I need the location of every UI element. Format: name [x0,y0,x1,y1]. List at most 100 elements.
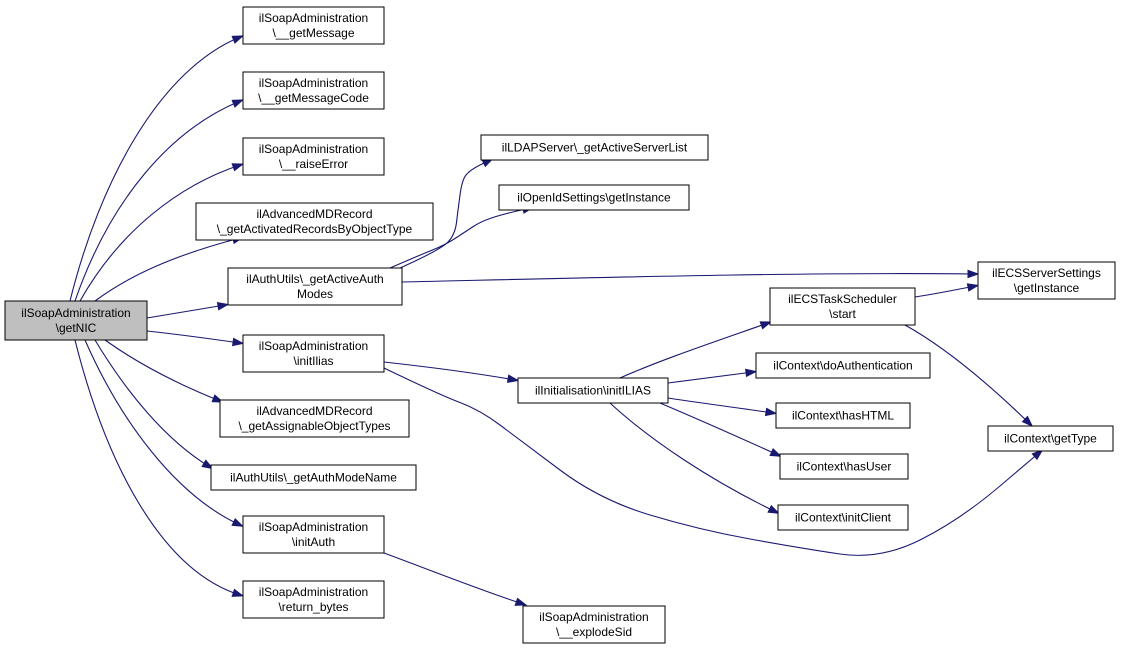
edge-line [914,285,976,298]
node-getAssignable[interactable]: ilAdvancedMDRecord\_getAssignableObjectT… [219,399,410,438]
edge-line [146,304,226,319]
node-label: ilContext\doAuthentication [773,359,912,373]
node-box [777,504,909,531]
node-explodeSid[interactable]: ilSoapAdministration\__explodeSid [522,605,666,644]
edge-line [904,324,1031,425]
node-box [769,287,916,326]
edge-getActiveAuthModes-to-ecsServer [401,269,980,283]
edge-line [609,402,777,513]
arrowhead-icon [769,447,783,457]
node-label: ilSoapAdministration [259,76,368,90]
edge-line [146,330,241,344]
node-initILIAS2[interactable]: ilInitialisation\initILIAS [517,377,669,404]
node-label: \initIlias [293,354,333,368]
arrowhead-icon [231,588,245,597]
edge-root-to-initIlias [146,330,245,347]
edge-line [94,339,211,468]
node-ldap[interactable]: ilLDAPServer\_getActiveServerList [480,134,709,161]
edge-line [383,367,1041,556]
node-openid[interactable]: ilOpenIdSettings\getInstance [498,184,690,211]
node-label: ilContext\getType [1004,432,1097,446]
node-label: ilContext\initClient [795,511,892,525]
arrowhead-icon [1021,415,1034,428]
edge-root-to-getActivatedRecords [94,235,245,302]
edge-root-to-getMessageCode [74,99,245,302]
edge-root-to-raiseError [79,163,245,302]
arrowhead-icon [1031,449,1044,461]
node-label: ilSoapAdministration [259,142,368,156]
node-getMessageCode[interactable]: ilSoapAdministration\__getMessageCode [242,71,385,110]
node-root[interactable]: ilSoapAdministration\getNIC [4,300,148,341]
node-label: ilSoapAdministration [259,11,368,25]
arrowhead-icon [745,368,758,378]
arrowhead-icon [506,374,520,383]
node-getActivatedRecords[interactable]: ilAdvancedMDRecord\_getActivatedRecordsB… [195,202,434,241]
edge-line [619,322,769,379]
arrowhead-icon [216,301,230,311]
arrowhead-icon [231,163,245,172]
node-label: ilAdvancedMDRecord [256,404,372,418]
node-initIlias[interactable]: ilSoapAdministration\initIlias [242,334,385,373]
node-box [227,267,403,306]
node-getType[interactable]: ilContext\getType [987,425,1114,452]
edge-line [383,361,516,381]
edge-line [79,164,241,302]
edge-line [84,339,241,526]
node-ecsServer[interactable]: ilECSServerSettings\getInstance [977,261,1116,300]
node-label: ilSoapAdministration [539,610,648,624]
node-ecsTask[interactable]: ilECSTaskScheduler\start [769,287,916,326]
node-label: \__getMessage [272,26,354,40]
edge-initILIAS2-to-doAuth [667,368,758,384]
node-box [480,134,709,161]
node-label: ilAdvancedMDRecord [256,207,372,221]
node-initClient[interactable]: ilContext\initClient [777,504,909,531]
node-box [242,580,385,619]
node-label: \return_bytes [278,600,348,614]
arrowhead-icon [231,35,245,44]
node-initAuth[interactable]: ilSoapAdministration\initAuth [242,515,385,554]
node-box [755,352,931,379]
node-getAuthModeName[interactable]: ilAuthUtils\_getAuthModeName [210,464,417,491]
node-label: \__explodeSid [556,625,632,639]
edge-line [94,237,241,302]
node-doAuth[interactable]: ilContext\doAuthentication [755,352,931,379]
node-label: \start [829,307,856,321]
node-box [195,202,434,241]
edge-line [74,100,241,302]
node-raiseError[interactable]: ilSoapAdministration\__raiseError [242,137,385,176]
edge-root-to-getMessage [69,35,245,302]
node-box [242,71,385,110]
node-hasUser[interactable]: ilContext\hasUser [779,453,909,480]
node-label: ilAuthUtils\_getActiveAuth [246,272,383,286]
node-box [210,464,417,491]
node-box [242,137,385,176]
arrowhead-icon [232,337,245,347]
node-box [242,6,385,45]
arrowhead-icon [764,407,778,417]
node-hasHTML[interactable]: ilContext\hasHTML [775,402,911,429]
arrowhead-icon [759,321,773,330]
arrowhead-icon [231,517,245,527]
edge-initAuth-to-explodeSid [383,552,528,606]
node-getMessage[interactable]: ilSoapAdministration\__getMessage [242,6,385,45]
edge-line [667,371,754,384]
node-box [522,605,666,644]
node-returnBytes[interactable]: ilSoapAdministration\return_bytes [242,580,385,619]
node-label: ilContext\hasUser [797,460,892,474]
node-label: ilInitialisation\initILIAS [535,384,651,398]
arrowhead-icon [967,269,980,279]
edge-line [383,552,524,605]
node-box [219,399,410,438]
node-label: ilSoapAdministration [259,585,368,599]
node-label: ilLDAPServer\_getActiveServerList [502,141,688,155]
node-label: \__raiseError [279,157,348,171]
node-label: ilOpenIdSettings\getInstance [517,191,671,205]
node-label: ilAuthUtils\_getAuthModeName [230,471,397,485]
node-label: \__getMessageCode [258,91,369,105]
edge-root-to-returnBytes [74,339,245,597]
edge-line [659,402,779,456]
node-box [4,300,148,341]
node-label: ilECSServerSettings [992,266,1101,280]
